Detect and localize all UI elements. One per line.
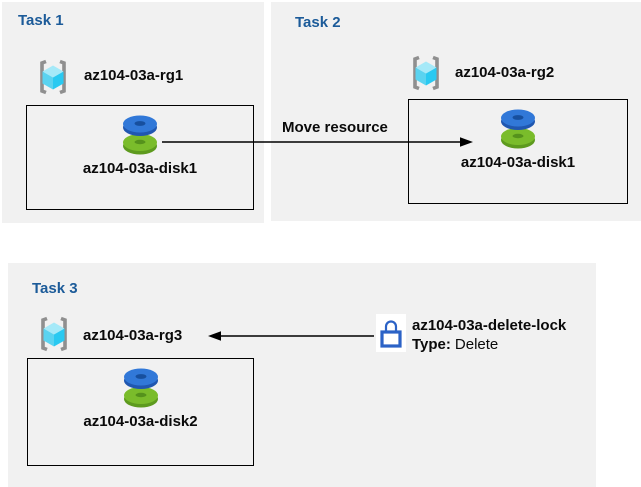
task3-resource-label: az104-03a-disk2 (83, 413, 198, 430)
task1-resource-box: az104-03a-disk1 (26, 105, 254, 210)
delete-lock-type-value: Delete (454, 336, 499, 353)
resource-group-icon (34, 58, 72, 96)
task3-panel: Task 3 az104-03a-rg3 (8, 263, 596, 487)
delete-lock-arrow (204, 329, 376, 343)
resource-group-icon (407, 54, 445, 92)
delete-lock-type-label: Type: (412, 336, 451, 353)
task1-title: Task 1 (18, 12, 64, 29)
task1-resource-label: az104-03a-disk1 (82, 160, 198, 177)
delete-lock-name: az104-03a-delete-lock (412, 317, 567, 334)
task2-resource-box: az104-03a-disk1 (408, 99, 628, 204)
managed-disk-icon (122, 367, 160, 409)
move-resource-arrow (160, 135, 480, 149)
resource-group-icon (35, 315, 73, 353)
task3-title: Task 3 (32, 280, 78, 297)
task2-resource-group-label: az104-03a-rg2 (455, 64, 555, 81)
task3-resource-group-label: az104-03a-rg3 (83, 327, 183, 344)
delete-lock-type-line: Type:Delete (412, 335, 566, 354)
task3-resource-box: az104-03a-disk2 (27, 358, 254, 466)
move-resource-label: Move resource (282, 119, 388, 136)
task2-resource-label: az104-03a-disk1 (460, 154, 576, 171)
task2-title: Task 2 (295, 14, 341, 31)
task2-panel: Task 2 az104-03a-rg2 (271, 2, 641, 221)
task1-panel: Task 1 az104-03a-rg1 (2, 2, 264, 223)
managed-disk-icon (121, 114, 159, 156)
managed-disk-icon (499, 108, 537, 150)
task1-resource-group-label: az104-03a-rg1 (84, 67, 184, 84)
delete-lock-annotation: az104-03a-delete-lock Type:Delete (412, 316, 566, 354)
lock-icon (376, 314, 406, 352)
